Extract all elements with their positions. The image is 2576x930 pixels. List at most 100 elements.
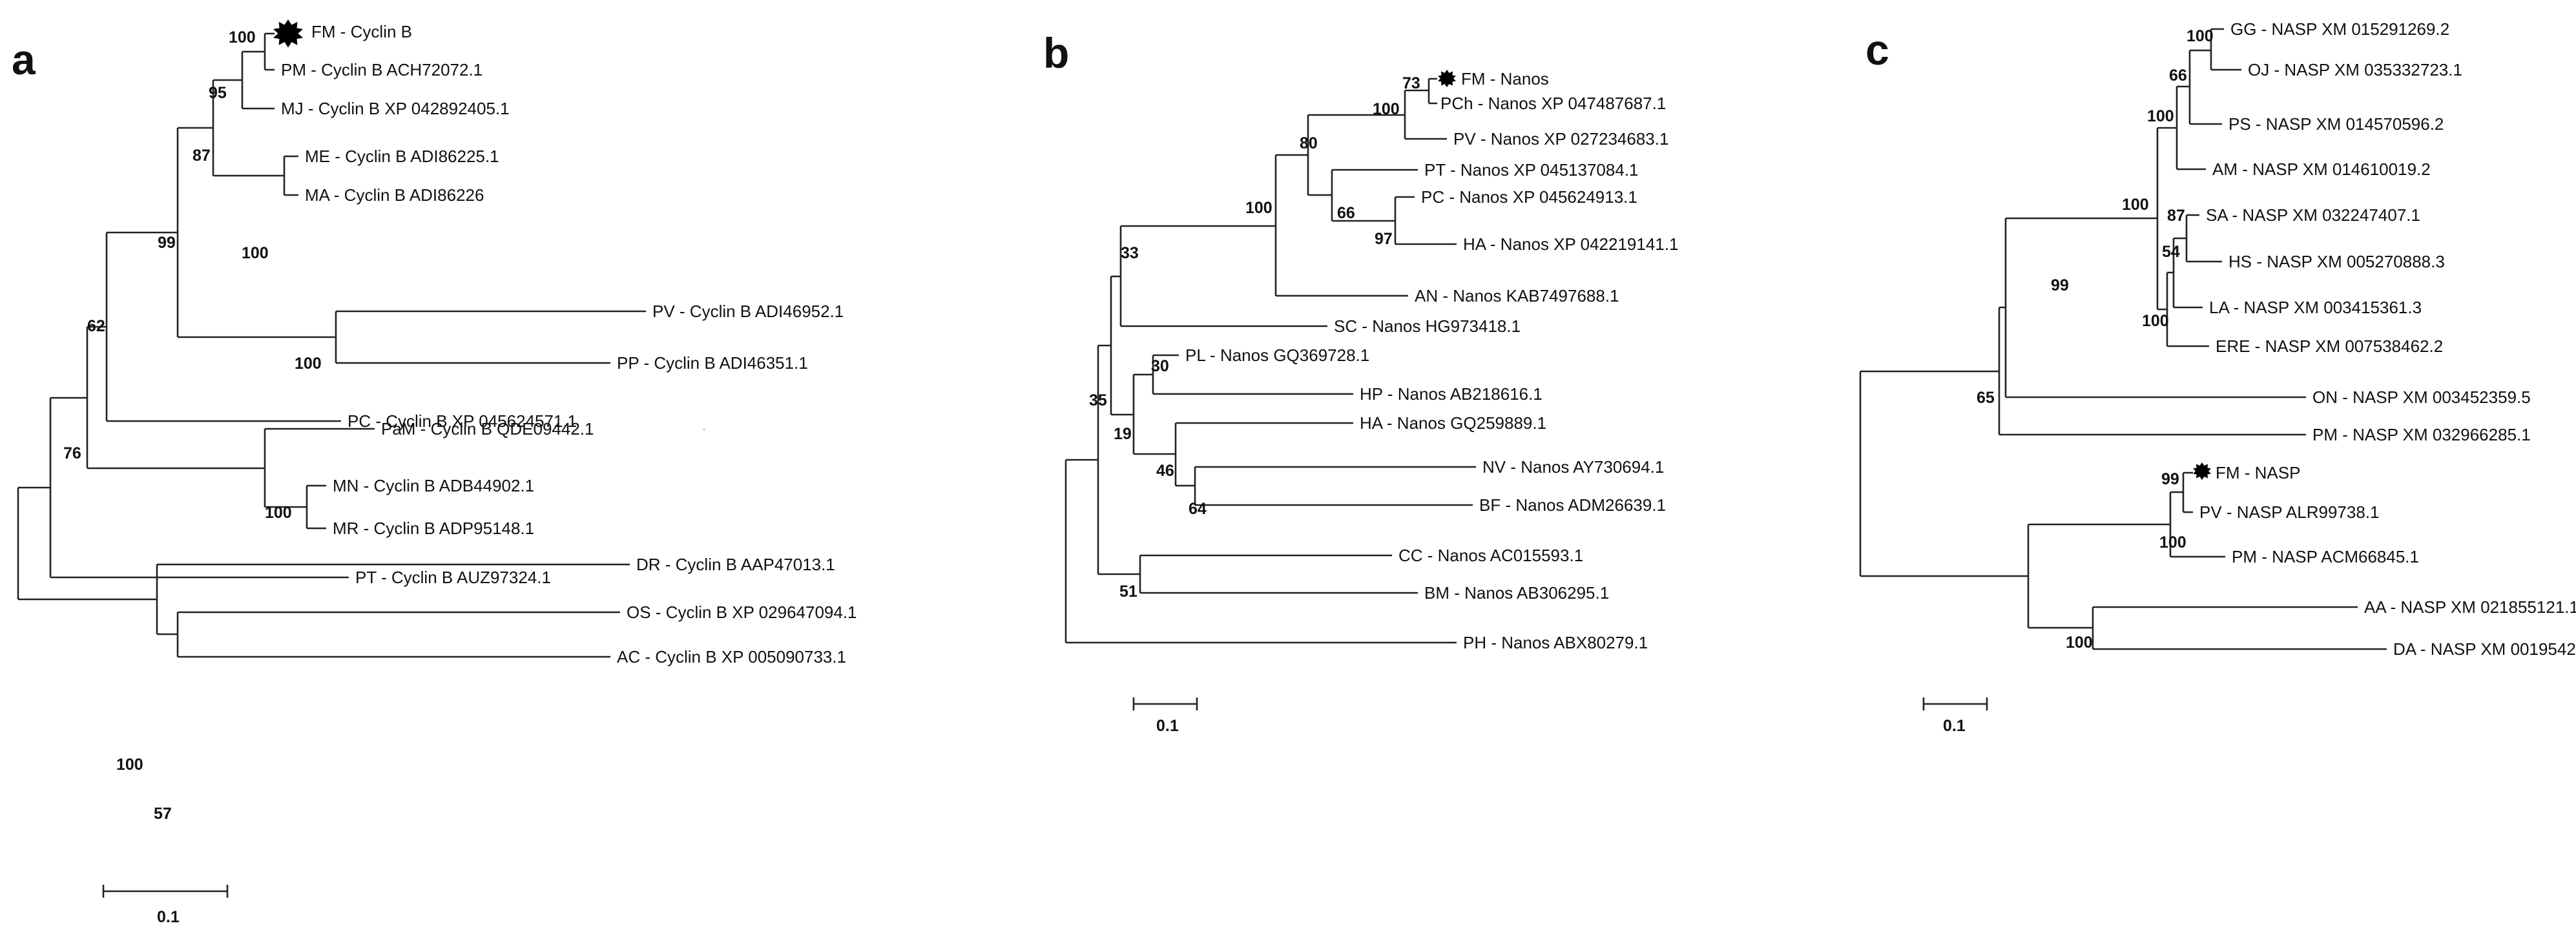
- leaf-label: PT - Cyclin B AUZ97324.1: [355, 568, 551, 587]
- bootstrap-value: 73: [1402, 74, 1420, 92]
- leaf-label: PL - Nanos GQ369728.1: [1185, 346, 1369, 365]
- bootstrap-value: 100: [116, 756, 143, 774]
- leaf-label: SC - Nanos HG973418.1: [1334, 316, 1521, 336]
- leaf-label: OJ - NASP XM 035332723.1: [2248, 60, 2462, 79]
- panel-b-bootstrap-values: 73 100 80 97 66 100 33 35 30 19 46 64 51: [1089, 74, 1420, 601]
- leaf-label: HP - Nanos AB218616.1: [1360, 384, 1542, 404]
- leaf-label: AC - Cyclin B XP 005090733.1: [617, 647, 846, 666]
- bootstrap-value: 99: [2161, 470, 2179, 488]
- leaf-label: PM - NASP ACM66845.1: [2232, 547, 2419, 566]
- bootstrap-value: 100: [2122, 196, 2149, 214]
- leaf-label: PC - Cyclin B XP 045624571.1: [348, 411, 577, 431]
- leaf-label: PC - Nanos XP 045624913.1: [1421, 187, 1637, 207]
- panel-c-branches: [1859, 28, 2387, 650]
- leaf-label: ME - Cyclin B ADI86225.1: [305, 147, 499, 166]
- panel-c-scale-bar: 0.1: [1922, 698, 1988, 735]
- leaf-label: OS - Cyclin B XP 029647094.1: [627, 603, 857, 622]
- panel-c: c: [1859, 19, 2576, 735]
- leaf-label: LA - NASP XM 003415361.3: [2209, 298, 2422, 317]
- leaf-label: CC - Nanos AC015593.1: [1398, 546, 1583, 565]
- leaf-label: DR - Cyclin B AAP47013.1: [636, 555, 835, 574]
- bootstrap-value: 100: [1373, 100, 1400, 118]
- bootstrap-value: 19: [1114, 425, 1132, 443]
- panel-a-leaf-labels: FM - Cyclin B PM - Cyclin B ACH72072.1 M…: [281, 22, 857, 666]
- panel-a-branches: [17, 32, 646, 658]
- bootstrap-value: 62: [87, 317, 105, 335]
- bootstrap-value: 100: [2066, 634, 2093, 652]
- panel-b-leaf-labels: FM - Nanos PCh - Nanos XP 047487687.1 PV…: [1185, 69, 1678, 652]
- panel-c-leaf-labels: GG - NASP XM 015291269.2 OJ - NASP XM 03…: [2199, 19, 2576, 659]
- leaf-label: AA - NASP XM 021855121.1: [2364, 597, 2576, 617]
- leaf-label: PV - Nanos XP 027234683.1: [1453, 129, 1668, 149]
- leaf-label: ON - NASP XM 003452359.5: [2312, 388, 2531, 407]
- panel-a-bootstrap-values: 100 95 87 100 99 100 62 100 100 76 100 5…: [63, 28, 322, 823]
- leaf-label: ERE - NASP XM 007538462.2: [2216, 336, 2443, 356]
- bootstrap-value: 33: [1121, 244, 1139, 262]
- bootstrap-value: 100: [229, 28, 256, 46]
- bootstrap-value: 87: [2167, 207, 2185, 225]
- leaf-label: SA - NASP XM 032247407.1: [2206, 205, 2420, 225]
- leaf-label: GG - NASP XM 015291269.2: [2230, 19, 2449, 39]
- bootstrap-value: 100: [2186, 27, 2214, 45]
- leaf-label: AN - Nanos KAB7497688.1: [1415, 286, 1619, 305]
- bootstrap-value: 97: [1375, 230, 1393, 248]
- panel-c-bootstrap-values: 100 66 100 87 54 100 100 99 65 99 100 10…: [1977, 27, 2214, 652]
- bootstrap-value: 51: [1119, 583, 1137, 601]
- bootstrap-value: 65: [1977, 389, 1995, 407]
- leaf-label: AM - NASP XM 014610019.2: [2212, 160, 2431, 179]
- leaf-label: PM - NASP XM 032966285.1: [2312, 425, 2531, 444]
- bootstrap-value: 35: [1089, 391, 1107, 409]
- bootstrap-value: 100: [265, 504, 292, 522]
- leaf-label: MN - Cyclin B ADB44902.1: [333, 476, 534, 495]
- leaf-label: PS - NASP XM 014570596.2: [2228, 114, 2444, 134]
- leaf-label: FM - NASP: [2216, 463, 2300, 482]
- bootstrap-value: 99: [2051, 276, 2069, 294]
- panel-c-letter: c: [1865, 26, 1889, 74]
- leaf-label: HA - Nanos GQ259889.1: [1360, 413, 1546, 433]
- scale-bar-label: 0.1: [1156, 717, 1179, 735]
- bootstrap-value: 100: [1245, 199, 1272, 217]
- leaf-label: BM - Nanos AB306295.1: [1424, 583, 1609, 603]
- bootstrap-value: 100: [295, 355, 322, 373]
- bootstrap-value: 57: [154, 805, 172, 823]
- leaf-label: BF - Nanos ADM26639.1: [1479, 495, 1666, 515]
- panel-a-letter: a: [12, 36, 36, 83]
- leaf-label: PP - Cyclin B ADI46351.1: [617, 353, 808, 373]
- leaf-label: NV - Nanos AY730694.1: [1482, 457, 1664, 477]
- bootstrap-value: 80: [1300, 134, 1318, 152]
- bootstrap-value: 100: [2159, 533, 2186, 552]
- scale-bar-label: 0.1: [1943, 717, 1966, 735]
- bootstrap-value: 95: [209, 84, 227, 102]
- panel-c-fm-star-marker: [2193, 462, 2211, 480]
- panel-b-letter: b: [1043, 29, 1069, 77]
- panel-b-scale-bar: 0.1: [1132, 698, 1198, 735]
- stray-dot: [703, 428, 705, 431]
- bootstrap-value: 99: [158, 234, 176, 252]
- bootstrap-value: 100: [2147, 107, 2174, 125]
- leaf-label: PaM - Cyclin B QDE09442.1: [381, 419, 594, 439]
- leaf-label: PV - NASP ALR99738.1: [2199, 502, 2379, 522]
- scale-bar-label: 0.1: [157, 908, 180, 926]
- panel-a: a: [12, 19, 857, 926]
- leaf-label: MA - Cyclin B ADI86226: [305, 185, 484, 205]
- leaf-label: HA - Nanos XP 042219141.1: [1463, 234, 1678, 254]
- panel-b: b: [1043, 29, 1678, 735]
- bootstrap-value: 64: [1189, 500, 1207, 518]
- leaf-label: PT - Nanos XP 045137084.1: [1424, 160, 1639, 180]
- panel-a-scale-bar: 0.1: [102, 885, 229, 926]
- leaf-label: PM - Cyclin B ACH72072.1: [281, 60, 483, 79]
- leaf-label: MJ - Cyclin B XP 042892405.1: [281, 99, 510, 118]
- leaf-label: PCh - Nanos XP 047487687.1: [1440, 94, 1666, 113]
- leaf-label: PH - Nanos ABX80279.1: [1463, 633, 1648, 652]
- bootstrap-value: 76: [63, 444, 81, 462]
- bootstrap-value: 100: [242, 244, 269, 262]
- panel-b-fm-star-marker: [1438, 70, 1456, 87]
- panel-b-branches: [1065, 78, 1476, 644]
- panel-a-fm-star-marker: [273, 19, 303, 48]
- bootstrap-value: 54: [2162, 243, 2180, 261]
- leaf-label: PV - Cyclin B ADI46952.1: [652, 302, 844, 321]
- leaf-label: HS - NASP XM 005270888.3: [2228, 252, 2445, 271]
- bootstrap-value: 66: [1337, 204, 1355, 222]
- bootstrap-value: 100: [2142, 312, 2169, 330]
- bootstrap-value: 46: [1156, 462, 1174, 480]
